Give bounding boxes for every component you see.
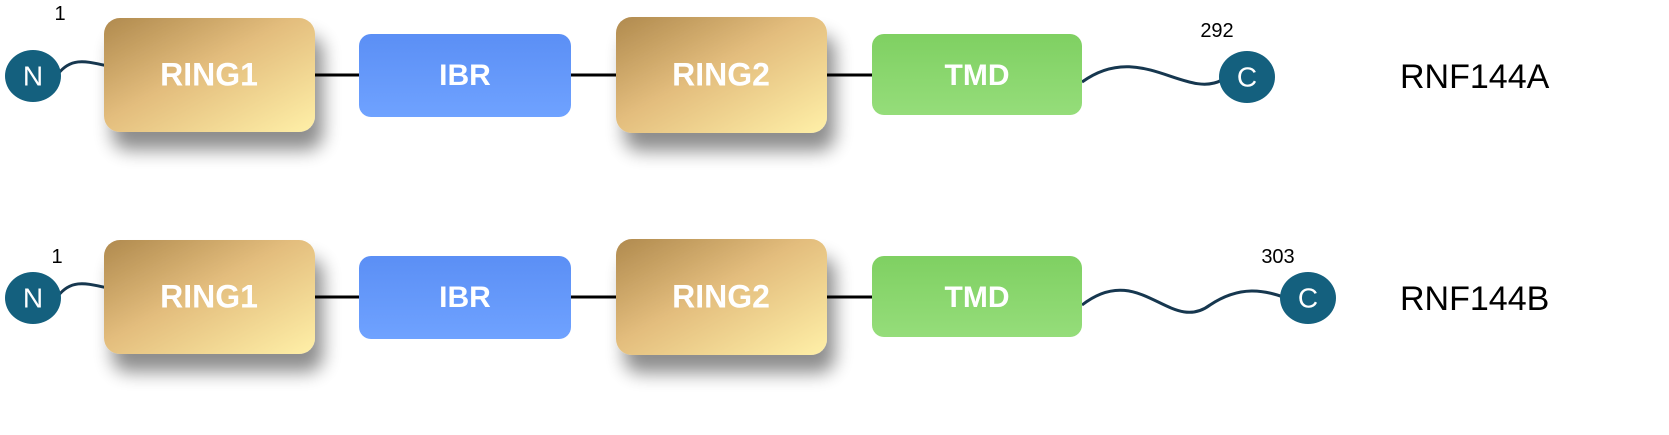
c-terminal-tail — [1081, 65, 1223, 86]
ring2-domain: RING2 — [616, 239, 827, 355]
c-terminal-circle — [1219, 51, 1275, 103]
protein-name: RNF144B — [1400, 280, 1549, 318]
n-terminal-tail — [56, 60, 109, 75]
c-terminal-circle — [1280, 272, 1336, 324]
tmd-domain: TMD — [872, 34, 1082, 115]
domain-label: IBR — [439, 59, 491, 92]
c-terminal-label: C — [1237, 61, 1257, 92]
domain-label: RING2 — [672, 278, 770, 314]
protein-name: RNF144A — [1400, 58, 1550, 96]
start-position-label: 1 — [51, 246, 62, 268]
domain-label: IBR — [439, 281, 491, 314]
n-terminal-tail — [56, 282, 109, 297]
domain-label: TMD — [945, 281, 1010, 314]
domain-label: RING1 — [160, 56, 258, 92]
tmd-domain: TMD — [872, 256, 1082, 337]
ibr-domain: IBR — [359, 34, 571, 117]
c-terminal-label: C — [1298, 282, 1318, 313]
n-terminal-circle — [5, 272, 61, 324]
n-terminal-label: N — [23, 60, 43, 91]
domain-label: RING1 — [160, 278, 258, 314]
domain-label: RING2 — [672, 56, 770, 92]
domain-label: TMD — [945, 59, 1010, 92]
n-terminal-circle — [5, 50, 61, 102]
protein-row-rnf144b: RING1 IBR RING2 TMD N 1 C 303 RNF144B — [5, 239, 1549, 355]
n-terminal-label: N — [23, 282, 43, 313]
ring1-domain: RING1 — [104, 18, 315, 132]
c-terminal-tail — [1081, 288, 1287, 314]
ring2-domain: RING2 — [616, 17, 827, 133]
end-position-label: 292 — [1200, 20, 1233, 42]
ring1-domain: RING1 — [104, 240, 315, 354]
ibr-domain: IBR — [359, 256, 571, 339]
start-position-label: 1 — [54, 3, 65, 25]
end-position-label: 303 — [1261, 246, 1294, 268]
protein-row-rnf144a: RING1 IBR RING2 TMD N 1 C 292 RNF144A — [5, 3, 1550, 133]
